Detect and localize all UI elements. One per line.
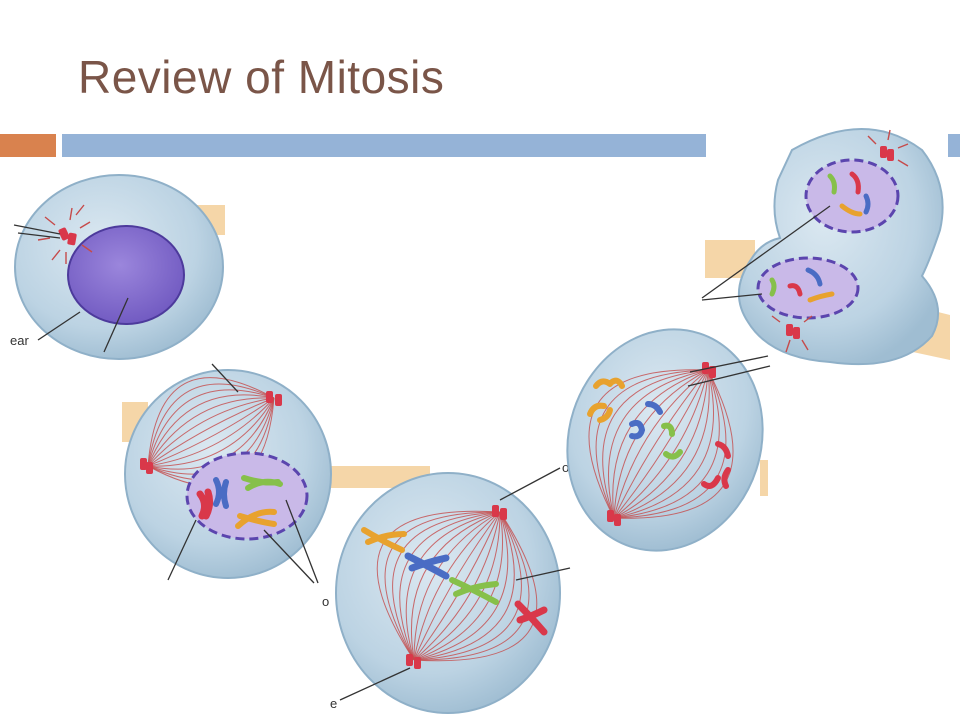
telophase-chromosomes — [769, 171, 871, 303]
interphase-cell: ear — [10, 174, 224, 360]
accent-bar-orange — [0, 134, 56, 157]
chromosome-orange — [361, 527, 407, 553]
chromosome-green — [661, 422, 683, 460]
spindle-fiber — [147, 397, 275, 467]
prophase-label: o — [322, 594, 329, 609]
spindle-fiber — [413, 511, 522, 661]
spindle-fiber — [613, 369, 720, 519]
spindle-fibers — [147, 377, 275, 487]
spindle-fiber — [147, 397, 275, 467]
chromosome-green — [241, 475, 283, 491]
spindle-fiber — [602, 369, 709, 519]
chromosome-blue — [213, 477, 229, 509]
spindle-fiber — [147, 383, 275, 467]
metaphase-label-bottom: e — [330, 696, 337, 711]
metaphase-label-corner: o — [562, 460, 569, 475]
centrosome — [880, 146, 894, 161]
chromosome-green — [449, 577, 499, 605]
spindle-fiber — [413, 511, 504, 661]
centrosome — [492, 505, 507, 520]
spindle-fiber — [147, 397, 275, 467]
leader-lines — [687, 355, 771, 387]
leader-lines — [701, 205, 831, 301]
spindle-fiber — [413, 511, 501, 661]
telophase-cell — [701, 128, 944, 366]
slide-title: Review of Mitosis — [78, 51, 445, 103]
aster-rays — [771, 129, 909, 353]
chromosome-red — [701, 441, 731, 489]
spindle-fiber — [147, 397, 275, 467]
chromosome-blue — [629, 401, 663, 440]
accent-bar-blue-right — [948, 134, 960, 157]
telophase-nucleus-top — [804, 158, 900, 234]
anaphase-cell — [566, 328, 771, 552]
spindle-fiber — [147, 394, 275, 467]
spindle-fiber — [613, 369, 709, 519]
spindle-fiber — [413, 511, 538, 662]
chromosome-blue — [404, 552, 450, 580]
chromosome-orange — [235, 508, 277, 529]
spindle-fiber — [607, 369, 709, 519]
chromosome-red — [196, 488, 214, 520]
spindle-fiber — [613, 369, 709, 519]
accent-bar-blue — [62, 134, 706, 157]
spindle-fiber — [413, 511, 509, 661]
spindle-fiber — [413, 511, 501, 661]
interphase-nucleus — [67, 225, 185, 325]
spindle-fiber — [613, 369, 710, 519]
spindle-fiber — [413, 511, 530, 661]
leader-lines — [167, 363, 319, 584]
centrosome — [702, 362, 716, 378]
spindle-fiber — [613, 369, 709, 519]
telophase-nucleus-bottom — [756, 256, 860, 320]
centrosome — [607, 510, 621, 526]
centrosome — [406, 654, 421, 669]
metaphase-cell: o e — [330, 460, 571, 714]
spindle-fiber — [613, 369, 709, 519]
centrosome — [58, 227, 77, 246]
spindle-fiber — [613, 369, 709, 519]
spindle-fiber — [147, 397, 275, 467]
aster-rays — [37, 204, 93, 264]
spindle-fiber — [413, 511, 515, 661]
spindle-fiber — [147, 389, 275, 467]
chromosome-red — [514, 600, 548, 636]
centrosome — [266, 391, 282, 406]
prophase-cell: o — [124, 363, 332, 609]
centrosome — [786, 324, 800, 339]
spindle-fiber — [147, 397, 275, 467]
spindle-fiber — [595, 369, 709, 519]
spindle-fiber — [413, 511, 501, 661]
centrosome — [140, 458, 153, 474]
leader-lines — [339, 467, 571, 701]
spindle-fiber — [613, 369, 715, 519]
interphase-label: ear — [10, 333, 29, 348]
leader-lines — [13, 224, 129, 353]
spindle-fiber — [147, 377, 275, 467]
spindle-fiber — [392, 511, 501, 661]
prophase-nucleus — [185, 451, 309, 541]
chromosome-orange — [587, 377, 625, 423]
